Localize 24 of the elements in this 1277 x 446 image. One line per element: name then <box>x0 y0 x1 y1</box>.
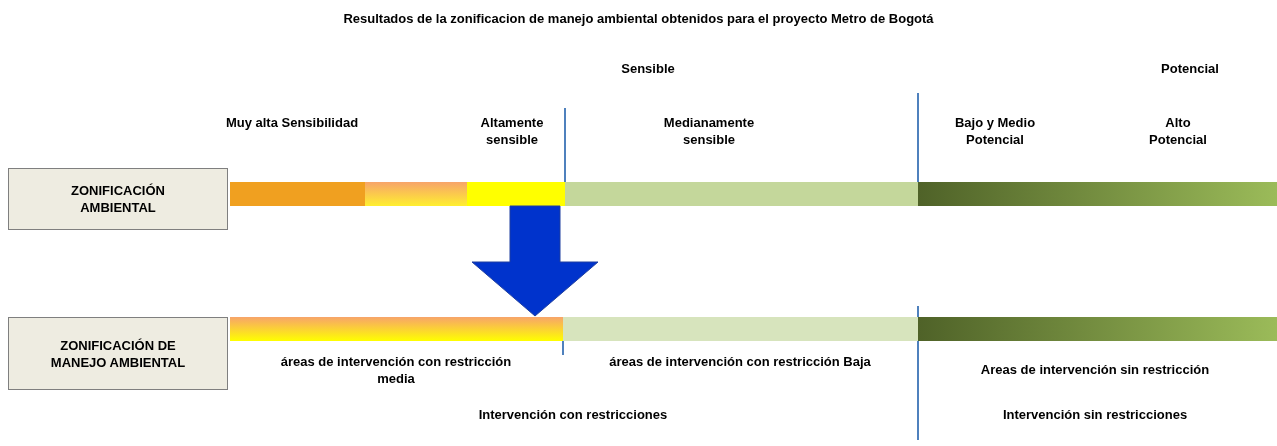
category-heading: Sensible <box>620 60 676 77</box>
group-caption: Intervención sin restricciones <box>1001 406 1189 423</box>
color-band <box>565 182 918 206</box>
color-band <box>467 182 565 206</box>
color-band <box>918 182 1277 206</box>
class-heading: Altamente sensible <box>479 114 545 148</box>
zone-description: áreas de intervención con restricción media <box>279 353 513 387</box>
class-heading: Medianamente sensible <box>662 114 756 148</box>
color-band <box>365 182 467 206</box>
title: Resultados de la zonificacion de manejo ambiental obtenidos para el proyecto Metro de Bogotá <box>342 10 935 27</box>
color-band <box>230 317 563 341</box>
category-heading: Potencial <box>1160 60 1220 77</box>
color-band <box>918 317 1277 341</box>
color-band <box>230 182 365 206</box>
block-arrow <box>471 205 599 317</box>
class-heading: Bajo y Medio Potencial <box>953 114 1037 148</box>
row-label-box: ZONIFICACIÓN AMBIENTAL <box>8 168 228 230</box>
zone-description: áreas de intervención con restricción Baja <box>608 353 872 370</box>
class-heading: Muy alta Sensibilidad <box>224 114 360 131</box>
color-band <box>563 317 918 341</box>
zone-description: Areas de intervención sin restricción <box>979 361 1211 378</box>
group-caption: Intervención con restricciones <box>477 406 669 423</box>
class-heading: Alto Potencial <box>1148 114 1208 148</box>
row-label-box: ZONIFICACIÓN DE MANEJO AMBIENTAL <box>8 317 228 390</box>
